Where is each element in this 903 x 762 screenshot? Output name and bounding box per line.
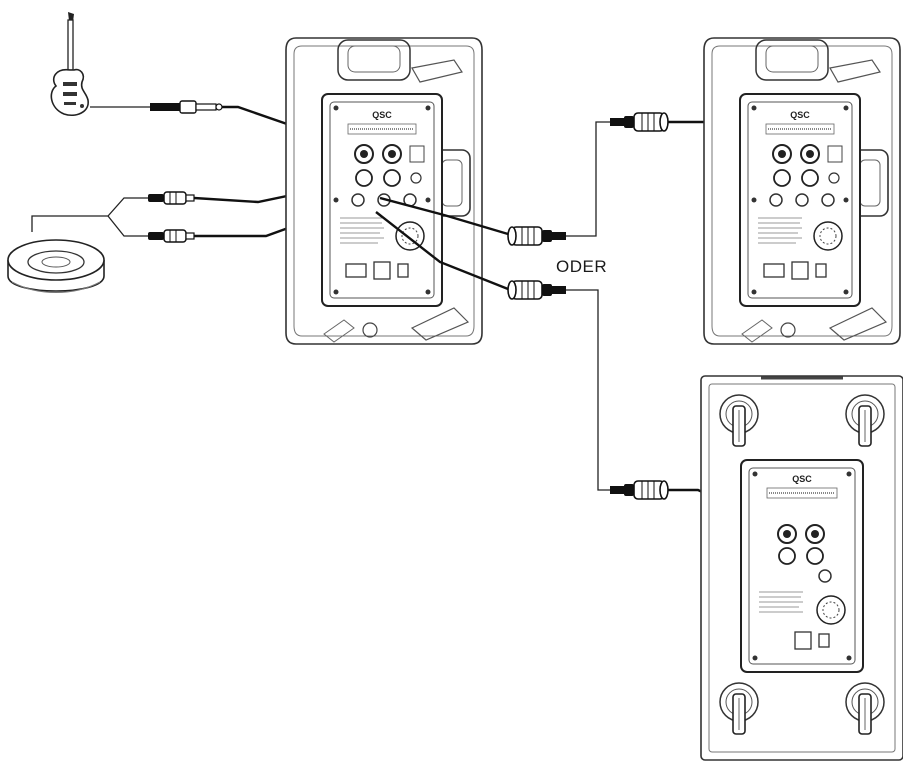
main-speaker <box>285 37 483 345</box>
or-label: ODER <box>556 257 608 276</box>
turntable-icon <box>7 239 105 293</box>
svg-text:QSC: QSC <box>792 474 812 484</box>
guitar-icon <box>50 12 89 116</box>
subwoofer: QSC <box>700 375 903 761</box>
second-speaker <box>703 37 901 345</box>
